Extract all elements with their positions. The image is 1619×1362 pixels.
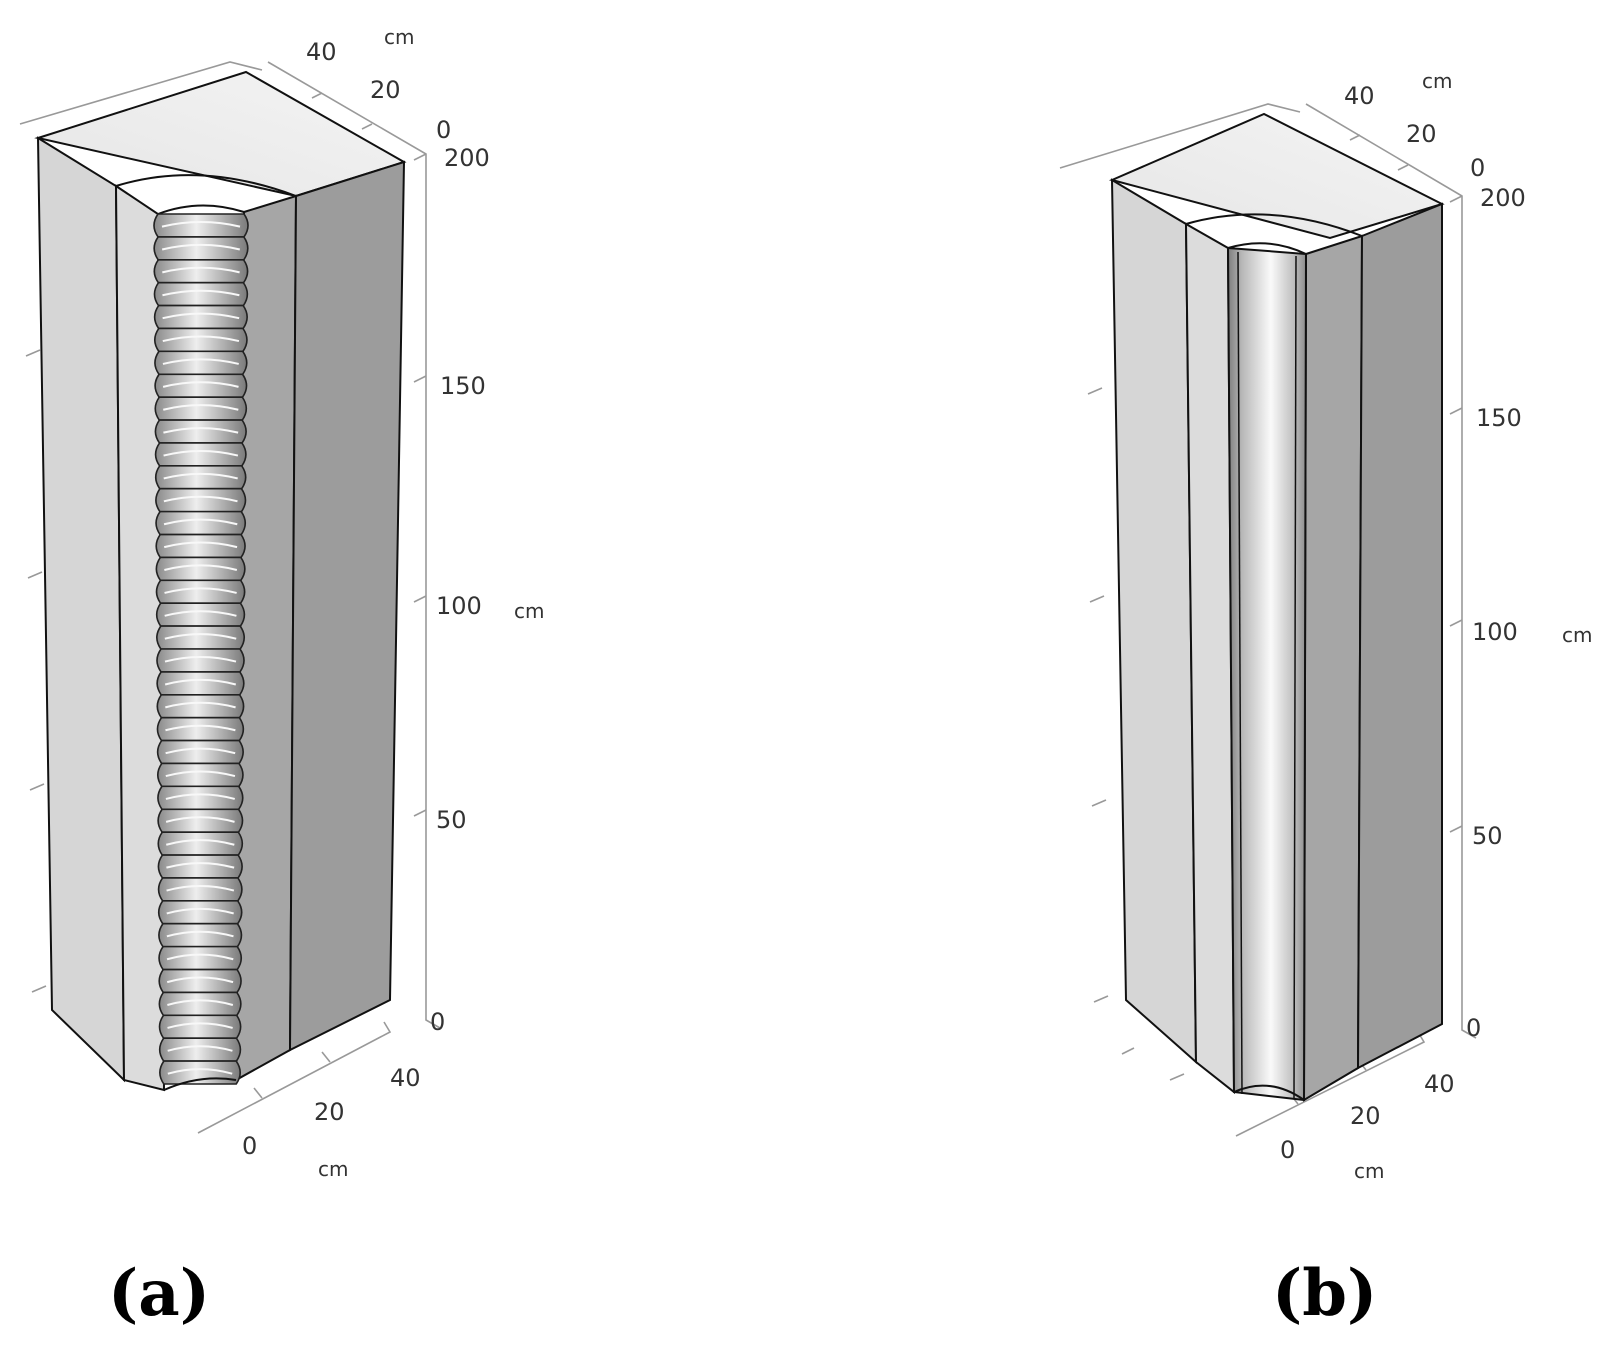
panel-a-corrugated-bore [153, 213, 249, 1085]
corrugation-rib-highlight [163, 541, 238, 549]
corrugation-rib-highlight [164, 587, 237, 594]
panel-a-top-tick-40: 40 [306, 38, 337, 66]
panel-a-top-tick-0: 0 [436, 116, 451, 144]
corrugation-rib-highlight [166, 976, 234, 984]
panel-b-bottom-tick-20: 20 [1350, 1102, 1381, 1130]
panel-a-z-tick-150: 150 [440, 372, 486, 400]
corrugation-rib-highlight [166, 953, 234, 961]
panel-a-z-unit: cm [514, 599, 544, 623]
corrugation-rib-highlight [164, 564, 238, 571]
panel-b-z-unit: cm [1562, 623, 1592, 647]
panel-b-bore-inner-line-right [1293, 255, 1297, 1099]
panel-a-bottom-bore-arc [163, 1077, 237, 1091]
corrugation-rib-highlight [167, 1022, 233, 1029]
corrugation-rib-highlight [166, 862, 235, 869]
panel-a-z-ticks [253, 92, 427, 1099]
panel-b-bottom-unit: cm [1354, 1159, 1384, 1183]
corrugation-rib-highlight [164, 633, 237, 640]
panel-b-z-tick-0: 0 [1466, 1014, 1481, 1042]
panel-b-top-unit: cm [1422, 69, 1452, 93]
corrugation-rib-highlight [162, 266, 240, 274]
panel-a-bottom-tick-20: 20 [314, 1098, 345, 1126]
panel-b-bore-inner-line-left [1237, 251, 1243, 1095]
corrugation-rib-highlight [163, 495, 238, 503]
panel-b-z-tick-50: 50 [1472, 822, 1503, 850]
panel-b-top-bore-arc [1227, 242, 1307, 255]
panel-a-z-tick-100: 100 [436, 592, 482, 620]
corrugation-rib-highlight [163, 450, 239, 457]
corrugation-rib-highlight [165, 770, 236, 778]
panel-a-top-unit: cm [384, 25, 414, 49]
corrugation-rib-highlight [166, 885, 235, 892]
panel-b-z-tick-100: 100 [1472, 618, 1518, 646]
corrugation-rib-highlight [164, 656, 237, 663]
panel-b-top-tick-40: 40 [1344, 82, 1375, 110]
panel-a-top-tick-20: 20 [370, 76, 401, 104]
corrugation-rib-highlight [166, 907, 234, 915]
corrugation-rib-highlight [165, 701, 236, 709]
corrugation-rib-highlight [162, 335, 240, 343]
panel-a-label: (a) [108, 1256, 211, 1331]
panel-a-axis-frame [19, 61, 441, 1134]
corrugation-rib-highlight [162, 312, 240, 320]
corrugation-rib-highlight [167, 1045, 233, 1052]
corrugation-rib-highlight [163, 518, 238, 526]
corrugation-rib-highlight [164, 610, 237, 617]
panel-a-bottom-tick-0: 0 [242, 1132, 257, 1160]
panel-a-bottom-tick-40: 40 [390, 1064, 421, 1092]
panel-a-z-tick-0: 0 [430, 1008, 445, 1036]
panel-a-top-bore-arc [157, 204, 245, 215]
panel-a-z-tick-200: 200 [444, 144, 490, 172]
corrugation-rib-highlight [165, 724, 236, 732]
corrugation-rib-highlight [165, 747, 236, 755]
panel-b-top-ring-arc [1185, 213, 1363, 237]
panel-a-z-tick-50: 50 [436, 806, 467, 834]
panel-b-right-inner-face [1302, 234, 1364, 1102]
panel-a-top-ring-arc [115, 174, 297, 197]
panel-a: 200 150 100 50 0 cm 40 20 0 cm 0 20 40 c… [19, 25, 544, 1181]
corrugation-rib-highlight [162, 381, 239, 388]
panel-b-z-tick-150: 150 [1476, 404, 1522, 432]
panel-b-bottom-tick-40: 40 [1424, 1070, 1455, 1098]
panel-b-bottom-bore-arc [1233, 1084, 1305, 1101]
panel-b-label: (b) [1272, 1256, 1378, 1331]
panel-a-right-outer-face [288, 160, 406, 1052]
panel-b-left-outer-face [1110, 178, 1198, 1065]
corrugation-rib-highlight [162, 289, 240, 297]
panel-b: 200 150 100 50 0 cm 40 20 0 cm 0 20 40 c… [1059, 69, 1592, 1183]
corrugation-rib-highlight [165, 816, 235, 823]
corrugation-rib-highlight [163, 404, 239, 411]
panel-b-bottom-tick-0: 0 [1280, 1136, 1295, 1164]
corrugation-rib-highlight [163, 472, 238, 480]
corrugation-rib-highlight [166, 930, 234, 938]
panel-b-right-outer-face [1356, 202, 1443, 1070]
panel-a-bottom-unit: cm [318, 1157, 348, 1181]
panel-b-top-tick-20: 20 [1406, 120, 1437, 148]
panel-a-left-outer-face [36, 136, 126, 1083]
corrugation-rib-highlight [167, 1068, 233, 1075]
panel-b-top-tick-0: 0 [1470, 154, 1485, 182]
corrugation-rib-highlight [161, 243, 241, 251]
corrugation-rib-highlight [166, 839, 235, 846]
corrugation-rib-highlight [162, 358, 239, 365]
panel-b-left-ticks [1087, 387, 1185, 1081]
corrugation-rib-highlight [167, 999, 234, 1006]
corrugation-rib-highlight [163, 427, 239, 434]
panel-b-z-tick-200: 200 [1480, 184, 1526, 212]
corrugation-rib-highlight [161, 221, 241, 228]
corrugation-rib-highlight [164, 678, 237, 686]
corrugation-rib-highlight [165, 793, 235, 800]
